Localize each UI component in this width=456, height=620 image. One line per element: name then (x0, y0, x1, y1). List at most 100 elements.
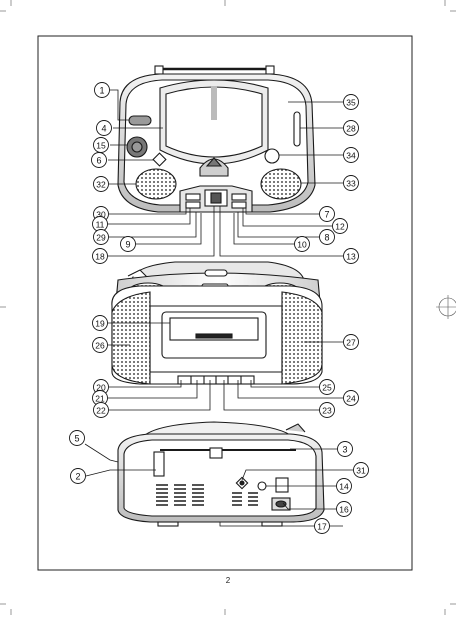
leader-lines (84, 89, 353, 527)
callout-number: 5 (74, 433, 79, 443)
callout-circle (93, 176, 109, 192)
callout-29: 29 (93, 229, 109, 245)
top-view-illustration (117, 65, 316, 213)
callout-6: 6 (91, 152, 107, 168)
callout-number: 32 (96, 179, 106, 189)
callout-circle (92, 248, 108, 264)
callout-5: 5 (69, 430, 85, 446)
callout-circle (294, 236, 310, 252)
callout-number: 1 (99, 85, 104, 95)
callout-circle (93, 229, 109, 245)
callout-number: 15 (96, 140, 106, 150)
callout-24: 24 (343, 390, 359, 406)
callout-2: 2 (70, 468, 86, 484)
callout-number: 14 (339, 481, 349, 491)
callout-circle (343, 120, 359, 136)
callout-15: 15 (93, 137, 109, 153)
callout-19: 19 (92, 315, 108, 331)
callout-number: 21 (95, 393, 105, 403)
callout-circle (343, 334, 359, 350)
callout-number: 11 (96, 219, 105, 229)
callout-number: 20 (96, 382, 106, 392)
callout-13: 13 (343, 248, 359, 264)
callout-circle (332, 218, 348, 234)
callout-circle (92, 337, 108, 353)
callout-number: 19 (95, 318, 105, 328)
callout-31: 31 (353, 462, 369, 478)
callout-circle (96, 120, 112, 136)
callout-circle (91, 152, 107, 168)
callout-circle (343, 248, 359, 264)
callout-number: 17 (317, 521, 327, 531)
callout-number: 23 (322, 405, 332, 415)
callout-23: 23 (319, 402, 335, 418)
callout-circle (314, 518, 330, 534)
callout-circle (343, 390, 359, 406)
callout-circle (70, 468, 86, 484)
callout-number: 2 (75, 471, 80, 481)
front-view-illustration (111, 261, 323, 385)
callout-number: 3 (342, 444, 347, 454)
callout-circle (336, 501, 352, 517)
callout-number: 4 (101, 123, 106, 133)
callout-number: 24 (346, 393, 356, 403)
callout-32: 32 (93, 176, 109, 192)
back-view-illustration (117, 421, 325, 527)
callout-35: 35 (343, 94, 359, 110)
callout-circle (92, 315, 108, 331)
callout-number: 27 (346, 337, 356, 347)
callout-34: 34 (343, 147, 359, 163)
callout-1: 1 (94, 82, 110, 98)
callout-number: 28 (346, 123, 356, 133)
callout-circle (343, 94, 359, 110)
callout-circle (69, 430, 85, 446)
callout-16: 16 (336, 501, 352, 517)
callout-26: 26 (92, 337, 108, 353)
callout-number: 22 (96, 405, 106, 415)
callout-18: 18 (92, 248, 108, 264)
page-number: 2 (225, 576, 231, 585)
callout-number: 6 (96, 155, 101, 165)
callout-circle (336, 478, 352, 494)
callout-circle (319, 206, 335, 222)
callout-number: 8 (324, 232, 329, 242)
callout-12: 12 (332, 218, 348, 234)
callout-circle (319, 229, 335, 245)
callout-number: 25 (322, 382, 332, 392)
callout-number: 12 (335, 221, 345, 231)
callout-number: 34 (346, 150, 356, 160)
callout-circle (93, 402, 109, 418)
callout-22: 22 (93, 402, 109, 418)
callout-number: 16 (339, 504, 349, 514)
callout-3: 3 (337, 441, 353, 457)
callout-8: 8 (319, 229, 335, 245)
callout-circle (94, 82, 110, 98)
callout-number: 35 (346, 97, 356, 107)
callout-number: 13 (346, 251, 356, 261)
callout-33: 33 (343, 175, 359, 191)
callout-number: 26 (95, 340, 105, 350)
callout-circle (120, 236, 136, 252)
callout-17: 17 (314, 518, 330, 534)
callout-number: 30 (96, 209, 106, 219)
callout-circle (343, 147, 359, 163)
callout-number: 18 (95, 251, 105, 261)
callout-7: 7 (319, 206, 335, 222)
callout-27: 27 (343, 334, 359, 350)
callout-number: 29 (96, 232, 106, 242)
callout-circle (337, 441, 353, 457)
callout-14: 14 (336, 478, 352, 494)
callout-number: 10 (297, 239, 307, 249)
callout-9: 9 (120, 236, 136, 252)
callout-number: 31 (356, 465, 366, 475)
callout-number: 33 (346, 178, 356, 188)
callout-28: 28 (343, 120, 359, 136)
callout-4: 4 (96, 120, 112, 136)
callout-circle (319, 379, 335, 395)
callout-circle (319, 402, 335, 418)
callout-circle (353, 462, 369, 478)
